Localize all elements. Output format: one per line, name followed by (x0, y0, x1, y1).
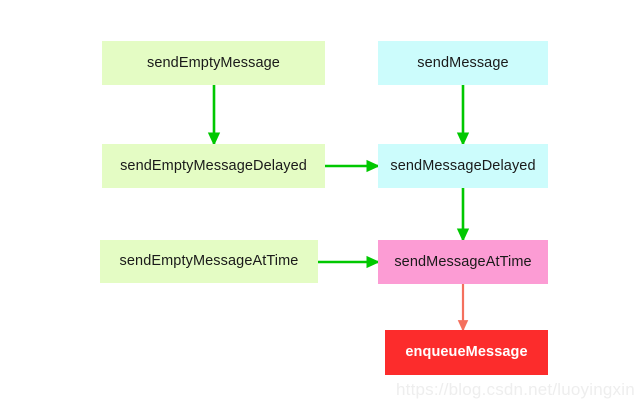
node-label: sendEmptyMessageDelayed (120, 157, 307, 174)
node-enqueueMessage[interactable]: enqueueMessage (385, 330, 548, 375)
node-label: enqueueMessage (405, 344, 528, 361)
node-sendEmptyMessage[interactable]: sendEmptyMessage (102, 41, 325, 85)
watermark-text: https://blog.csdn.net/luoyingxing (396, 380, 634, 399)
node-label: sendEmptyMessage (147, 54, 280, 71)
node-label: sendMessageDelayed (390, 157, 536, 174)
node-label: sendMessage (417, 54, 509, 71)
node-sendMessageAtTime[interactable]: sendMessageAtTime (378, 240, 548, 284)
node-sendEmptyMessageDelayed[interactable]: sendEmptyMessageDelayed (102, 144, 325, 188)
node-label: sendEmptyMessageAtTime (119, 253, 299, 270)
node-sendMessageDelayed[interactable]: sendMessageDelayed (378, 144, 548, 188)
node-sendEmptyMessageAtTime[interactable]: sendEmptyMessageAtTime (100, 240, 318, 283)
node-label: sendMessageAtTime (394, 253, 532, 270)
node-sendMessage[interactable]: sendMessage (378, 41, 548, 85)
